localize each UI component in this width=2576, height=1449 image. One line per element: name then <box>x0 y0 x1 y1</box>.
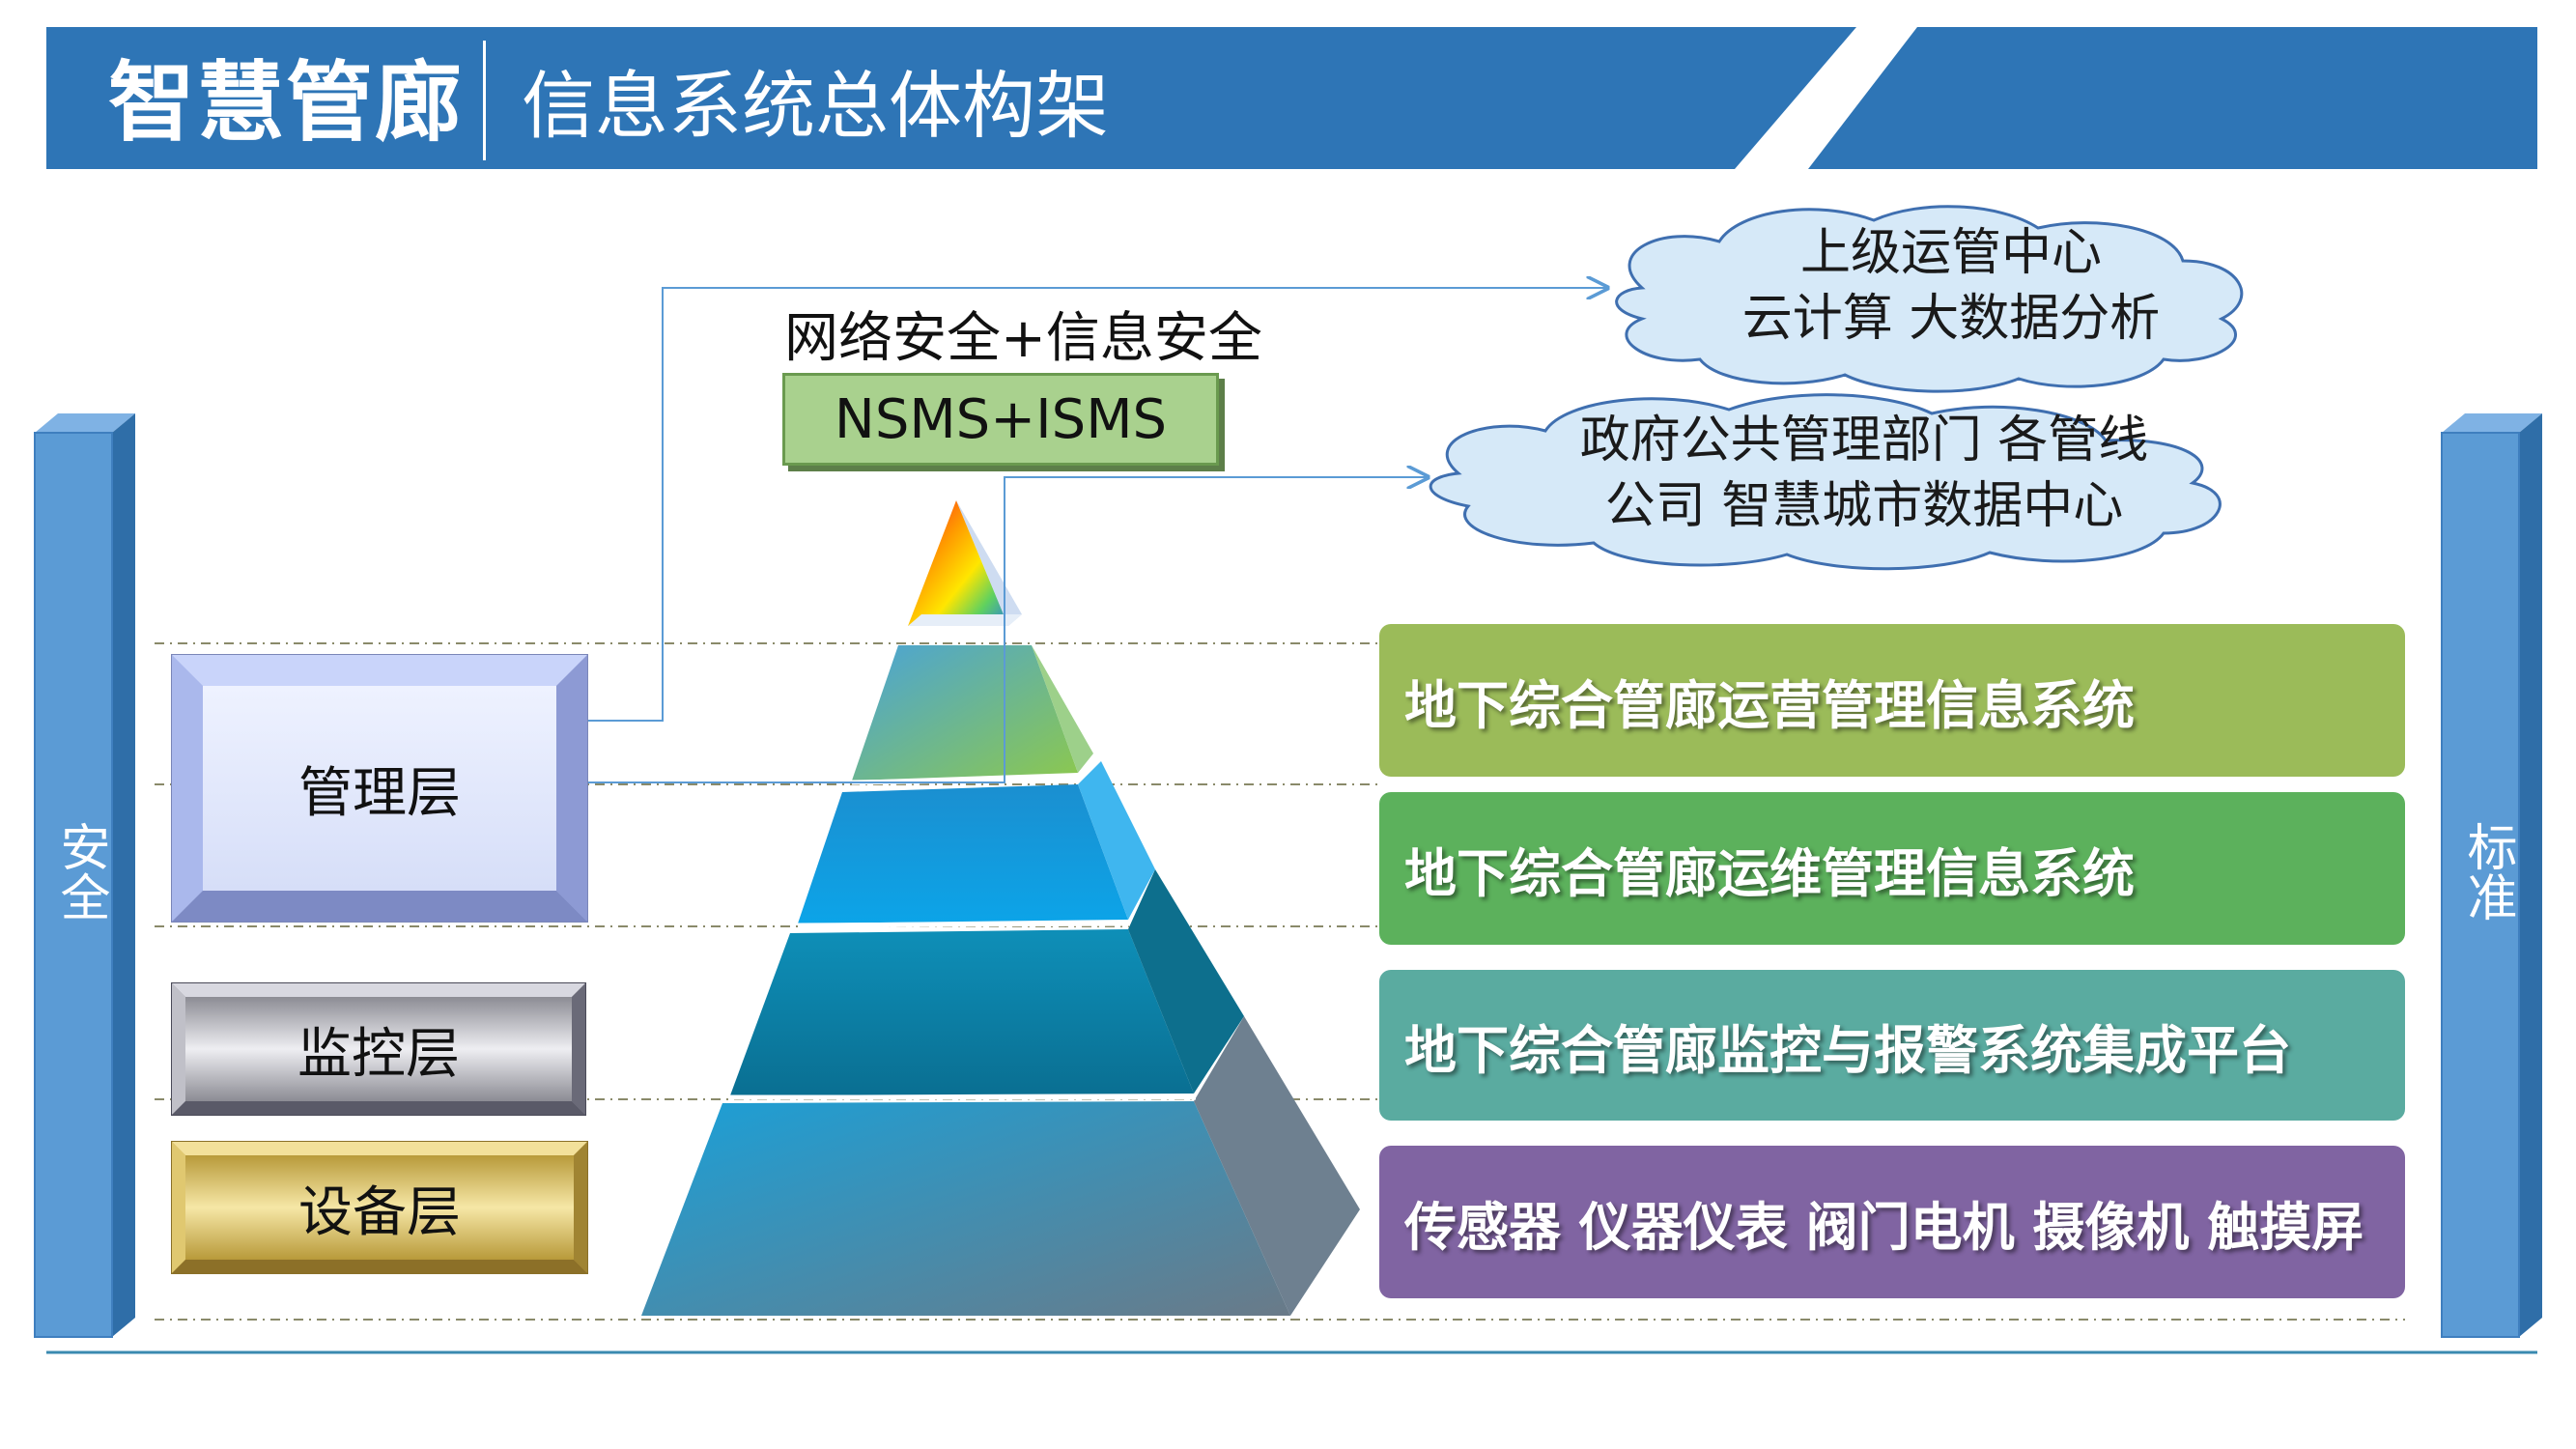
bar-maintenance-mgmt-label: 地下综合管廊运维管理信息系统 <box>1404 842 2135 904</box>
header-title: 智慧管廊 <box>108 52 464 154</box>
cloud-1 <box>1615 205 2244 393</box>
connector-mgmt-to-cloud-2 <box>587 477 1428 783</box>
connector-mgmt-to-cloud-1 <box>587 288 1607 722</box>
right-pillar <box>2441 413 2542 1338</box>
cloud-1-text: 上级运管中心 云计算 大数据分析 <box>1729 220 2173 352</box>
layer-device-label: 设备层 <box>298 1180 461 1244</box>
layer-monitoring-label: 监控层 <box>297 1022 460 1086</box>
box-monitoring-frame <box>171 982 586 1116</box>
left-pillar-label: 安全 <box>51 821 109 922</box>
box-device-frame <box>171 1141 588 1274</box>
pyramid <box>641 500 1360 1316</box>
nsms-isms-box: NSMS+ISMS <box>782 373 1219 466</box>
bar-devices: 传感器 仪器仪表 阀门电机 摄像机 触摸屏 <box>1379 1146 2405 1298</box>
cloud-1-line2: 云计算 大数据分析 <box>1741 290 2161 348</box>
cloud-2 <box>1429 393 2222 571</box>
bar-devices-label: 传感器 仪器仪表 阀门电机 摄像机 触摸屏 <box>1404 1196 2364 1258</box>
layer-management-label: 管理层 <box>298 761 461 825</box>
cloud-2-line2: 公司 智慧城市数据中心 <box>1604 477 2124 535</box>
box-management-frame <box>171 654 588 923</box>
layer-device: 设备层 <box>185 1155 574 1260</box>
bar-maintenance-mgmt-system: 地下综合管廊运维管理信息系统 <box>1379 792 2405 945</box>
header-divider <box>483 41 486 160</box>
header-banner <box>46 27 2537 169</box>
layer-monitoring: 监控层 <box>185 997 572 1101</box>
bar-monitoring-alarm-platform: 地下综合管廊监控与报警系统集成平台 <box>1379 970 2405 1121</box>
bar-operation-mgmt-system: 地下综合管廊运营管理信息系统 <box>1379 624 2405 777</box>
header-subtitle: 信息系统总体构架 <box>522 63 1109 149</box>
cloud-2-line1: 政府公共管理部门 各管线 <box>1579 412 2149 469</box>
left-pillar <box>34 413 135 1338</box>
bar-monitoring-alarm-label: 地下综合管廊监控与报警系统集成平台 <box>1404 1019 2291 1081</box>
cloud-1-line1: 上级运管中心 <box>1799 224 2102 282</box>
security-label: 网络安全+信息安全 <box>784 307 1262 370</box>
layer-management: 管理层 <box>203 686 556 891</box>
right-pillar-label: 标准 <box>2458 821 2516 922</box>
cloud-2-text: 政府公共管理部门 各管线 公司 智慧城市数据中心 <box>1565 408 2164 539</box>
bar-operation-mgmt-label: 地下综合管廊运营管理信息系统 <box>1404 674 2135 736</box>
